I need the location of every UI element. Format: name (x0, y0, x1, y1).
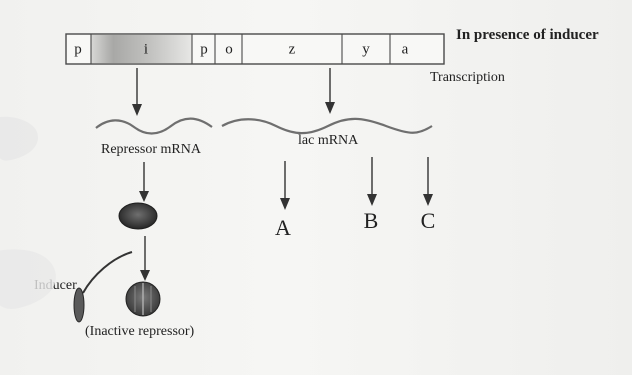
operon-i-shading (91, 35, 192, 63)
lac-transcription-arrowhead (325, 102, 335, 114)
inducer-icon (73, 287, 85, 323)
inactive-repressor-label: (Inactive repressor) (85, 324, 195, 339)
repressor-transcription-arrowhead (132, 104, 142, 116)
condition-label: In presence of inducer (456, 27, 599, 43)
product-c-label: C (421, 208, 436, 233)
left-watermark-shape-1 (0, 116, 38, 161)
segment-z-label: z (289, 41, 296, 57)
segment-p1-label: p (74, 41, 82, 57)
lac-mrna-wave (221, 117, 433, 135)
segment-p2-label: p (200, 41, 208, 57)
segment-y-label: y (362, 41, 370, 57)
product-a-label: A (275, 215, 291, 240)
segment-o-label: o (225, 41, 233, 57)
segment-a-label: a (402, 41, 409, 57)
repressor-mrna-wave (95, 117, 213, 135)
active-repressor-icon (118, 202, 158, 230)
lac-mrna-label: lac mRNA (298, 133, 359, 148)
enzyme-c-arrowhead (423, 194, 433, 206)
repressor-binding-arrowhead (140, 270, 150, 281)
inducer-binding-curve (82, 251, 133, 294)
left-watermark-shape-2 (0, 249, 56, 309)
repressor-translation-arrowhead (139, 191, 149, 202)
enzyme-b-arrowhead (367, 194, 377, 206)
product-b-label: B (364, 208, 379, 233)
transcription-label: Transcription (430, 70, 505, 85)
segment-i-label: i (144, 41, 148, 57)
enzyme-a-arrowhead (280, 198, 290, 210)
repressor-mrna-label: Repressor mRNA (101, 142, 202, 157)
